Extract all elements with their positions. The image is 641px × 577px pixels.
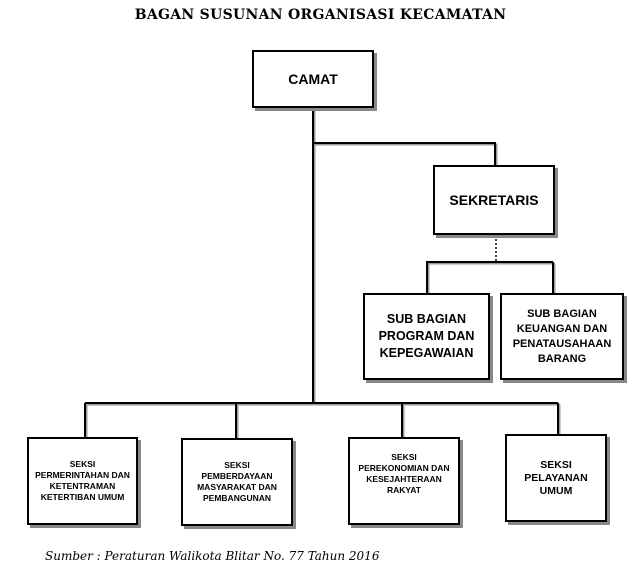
node-subbag-keuangan: SUB BAGIAN KEUANGAN DAN PENATAUSAHAAN BA…	[500, 293, 624, 380]
node-seksi-pemberdayaan: SEKSI PEMBERDAYAAN MASYARAKAT DAN PEMBAN…	[181, 438, 293, 526]
node-subbag-program: SUB BAGIAN PROGRAM DAN KEPEGAWAIAN	[363, 293, 490, 380]
source-note: Sumber : Peraturan Walikota Blitar No. 7…	[45, 549, 380, 563]
node-sekretaris: SEKRETARIS	[433, 165, 555, 235]
node-seksi-pelayanan: SEKSI PELAYANAN UMUM	[505, 434, 607, 522]
line-camat-sekretaris	[313, 142, 496, 165]
node-seksi-pemerintahan: SEKSI PERMERINTAHAN DAN KETENTRAMAN KETE…	[27, 437, 138, 525]
chart-title: BAGAN SUSUNAN ORGANISASI KECAMATAN	[134, 7, 507, 23]
node-seksi-perekonomian: SEKSI PEREKONOMIAN DAN KESEJAHTERAAN RAK…	[348, 437, 460, 525]
node-camat: CAMAT	[252, 50, 374, 108]
